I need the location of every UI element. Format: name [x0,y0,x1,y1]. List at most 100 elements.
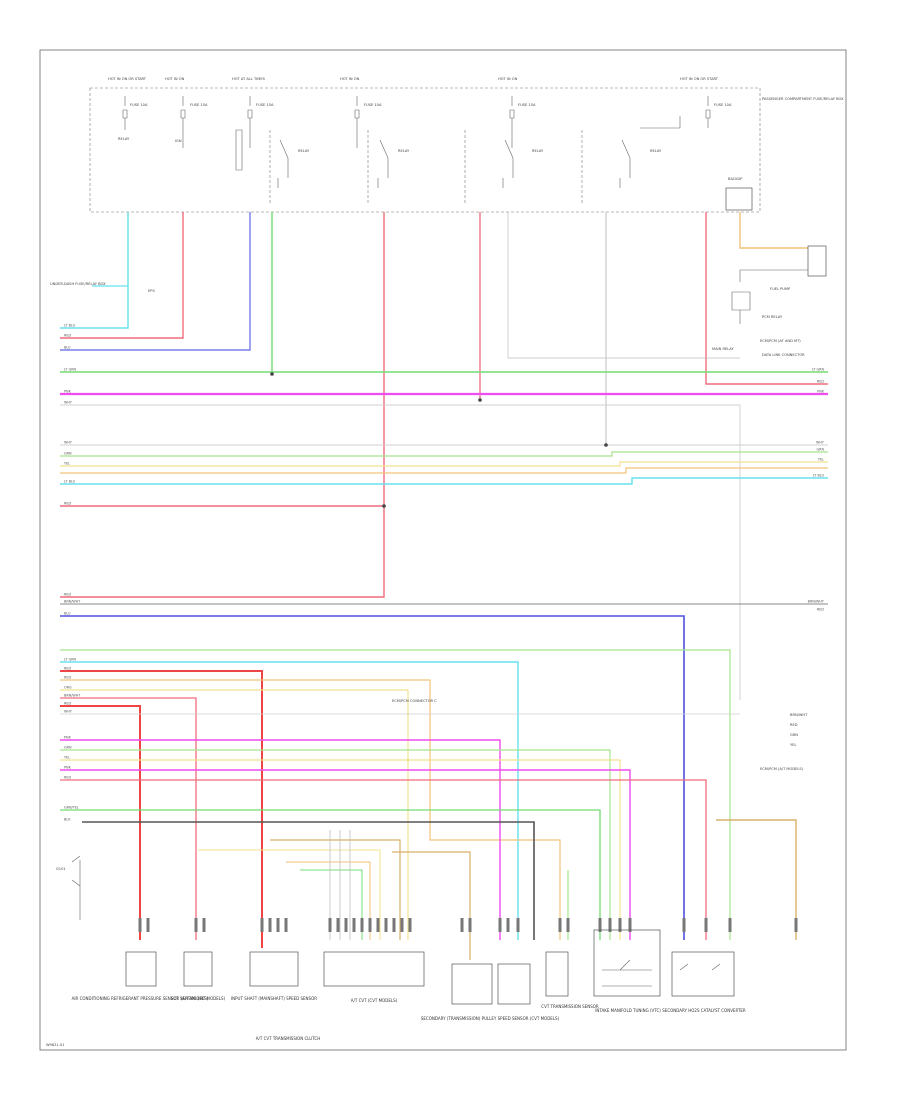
bottom-label-7: CVT TRANSMISSION SENSOR [541,1004,599,1009]
wire-label-left-17: ORG [64,686,72,690]
wire-org-lower [60,679,561,940]
wire-grn-ckp [300,869,363,940]
connector-pin [408,918,412,932]
wire-label-left-23: YEL [64,756,70,760]
pcm-relay-box [725,187,753,211]
wire-label-left-3: LT GRN [64,368,77,372]
connector-pin [728,918,732,932]
connector-pin [284,918,288,932]
fuse-label-6: HOT IN ON OR START [680,77,719,81]
wire-yel-bus [60,461,828,467]
wire-label-left-1: RED [64,334,71,338]
connector-pin [260,918,264,932]
wire-red-lower1 [60,670,263,948]
ecm-pcm-label: ECM/PCM (AT AND MT) [760,339,801,343]
wire-label-right-4: GRN [816,448,824,452]
reference-code: W9621-01 [46,1043,65,1047]
wire-lt-blu-top [60,212,129,329]
wire-pnk-lower2 [60,769,631,940]
splice-dot [604,443,608,447]
wire-grn-lower [60,649,731,940]
wire-label-right-7: BRN/WHT [808,600,825,604]
wire-label-left-10: RED [64,502,71,506]
component-cmp-sensor [451,963,493,1005]
wire-red-main [705,212,828,385]
splice-dot [382,504,386,508]
fuse-label-4: HOT IN ON [340,77,360,81]
wire-label-left-8: YEL [64,462,70,466]
fuse-label-5: HOT IN ON [498,77,518,81]
right-module-pin-1: BRN/WHT [790,713,808,717]
component-ect-sensor [183,951,213,987]
relay-label-5: RELAY [118,137,130,141]
fuel-pump-label: FUEL PUMP [770,287,791,291]
connector-pin [368,918,372,932]
connector-pin [268,918,272,932]
wire-lt-blu-bus [60,477,828,485]
wire-brn-right [716,819,797,940]
wire-label-right-6: LT BLU [813,474,825,478]
connector-pin [336,918,340,932]
connector-pin [146,918,150,932]
wire-label-left-27: BLK [64,818,71,822]
wire-label-left-11: RED [64,593,71,597]
fuse-rating-2: FUSE 15A [190,103,208,107]
wire-label-left-26: GRN/YEL [64,806,79,810]
wire-brn-ckp1 [270,839,401,940]
wire-red-lower2 [60,697,197,940]
connector-pin [202,918,206,932]
connector-pin [506,918,510,932]
connector-pin [628,918,632,932]
wire-red-lower4 [60,779,707,940]
splice-dot [478,398,482,402]
bottom-label-9: SECONDARY HO2S CATALYST CONVERTER [662,1008,746,1013]
pcm-relay-label: PCM RELAY [762,315,783,319]
bottom-label-4: A/T CVT TRANSMISSION CLUTCH [256,1036,320,1041]
connector-pin [194,918,198,932]
wire-label-left-19: RED [64,702,71,706]
component-ckp-connector [323,951,425,987]
component-ac-sensor [125,951,157,987]
wire-label-left-21: PNK [64,736,72,740]
connector-pin [598,918,602,932]
fuse-rating-5: FUSE 15A [518,103,536,107]
connector-pin [618,918,622,932]
wire-red-lower3 [60,705,141,940]
wire-label-left-15: LT GRN [64,658,77,662]
component-output-shaft-sensor [593,929,661,997]
wire-org-bus [60,467,828,474]
fuse-symbols [122,96,711,148]
wire-label-right-2: PNK [817,390,825,394]
bottom-label-2: ECT SENSOR (MT MODELS) [171,996,226,1001]
right-module-pin-2: RED [790,723,798,727]
bottom-label-8: INTAKE MANIFOLD TUNING (VTC) [595,1008,661,1013]
wire-label-left-24: PNK [64,766,72,770]
wire-yel-ckp [198,849,381,940]
fuse-rating-6: FUSE 10A [714,103,732,107]
relay-label-4: RELAY [650,149,662,153]
wire-grn-yel-lower [60,809,601,940]
connector-pin [276,918,280,932]
wire-label-right-1: RED [817,380,824,384]
connector-pin [794,918,798,932]
wire-grn-lower2 [60,749,611,940]
connector-pin [558,918,562,932]
relay-label-2: RELAY [398,149,410,153]
under-dash-label: UNDER-DASH FUSE/RELAY BOX [50,282,106,286]
wire-lt-blu-lower [60,661,519,940]
diagram-frame [39,49,847,1051]
connector-pin [468,918,472,932]
wire-label-left-20: WHT [64,710,73,714]
right-module-pin-4: YEL [790,743,796,747]
bottom-components [71,855,735,1005]
component-vtc-solenoid [671,951,735,997]
main-relay-label: MAIN RELAY [712,347,734,351]
wire-label-left-2: BLU [64,346,71,350]
wire-label-left-14: RED [64,667,71,671]
wire-blk-lower [82,821,535,940]
wire-gry-relay [60,212,607,446]
relay-label-1: RELAY [298,149,310,153]
wire-gry-pcm [507,212,740,359]
